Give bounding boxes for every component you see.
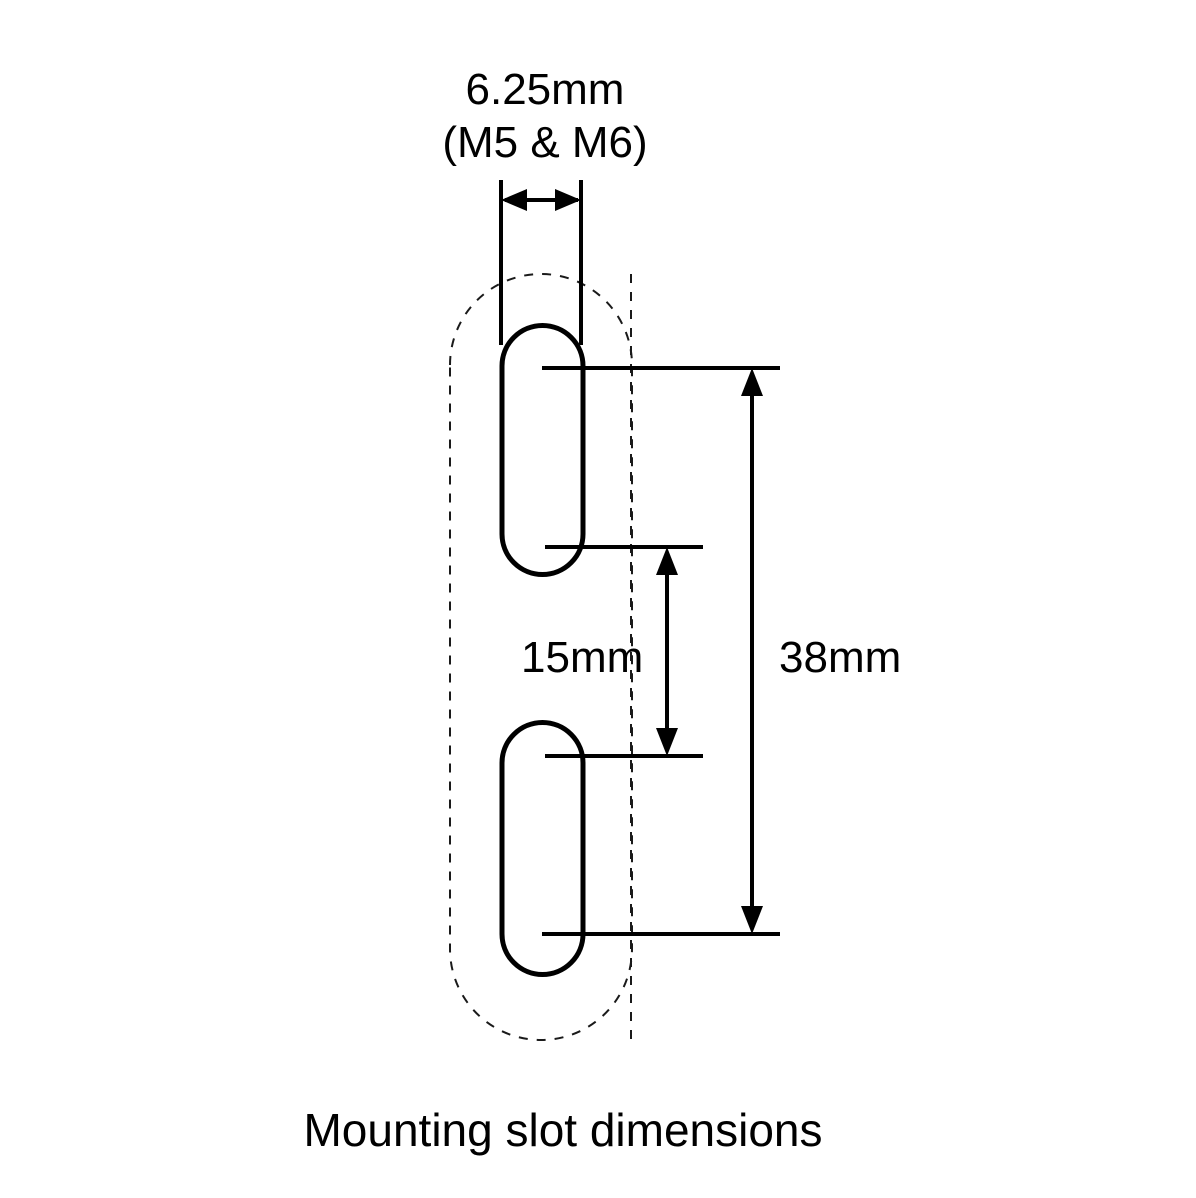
upper-mounting-slot: [499, 323, 586, 577]
lower-mounting-slot: [499, 720, 586, 977]
width-arrow-right: [555, 189, 581, 211]
overall-arrow-bottom: [741, 906, 763, 934]
drawing-caption: Mounting slot dimensions: [303, 1104, 822, 1156]
width-dimension-label-line1: 6.25mm: [466, 65, 625, 114]
overall-dimension-label: 38mm: [779, 633, 901, 682]
gap-arrow-bottom: [656, 728, 678, 756]
width-arrow-left: [501, 189, 527, 211]
gap-dimension-label: 15mm: [521, 633, 643, 682]
gap-arrow-top: [656, 547, 678, 575]
width-dimension-label-line2: (M5 & M6): [442, 118, 647, 167]
overall-arrow-top: [741, 368, 763, 396]
